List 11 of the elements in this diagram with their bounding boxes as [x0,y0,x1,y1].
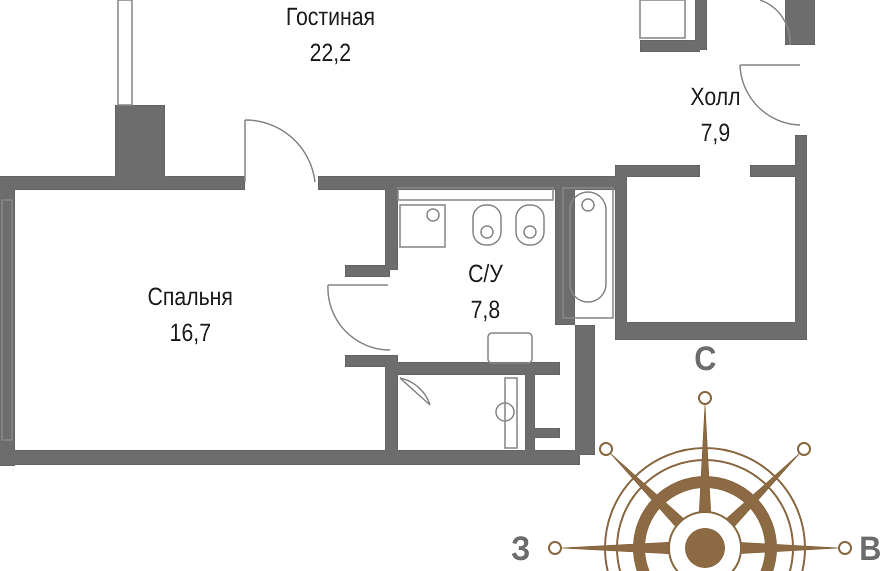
room-name: Спальня [147,282,233,313]
compass-direction-letter: С [694,340,716,379]
compass-direction-letter: В [859,530,882,569]
compass-direction-letter: З [511,530,530,569]
room-area: 7,8 [470,292,500,328]
room-area: 7,9 [700,115,730,151]
room-name: Холл [690,82,740,113]
room-area: 16,7 [169,315,211,351]
room-name: Гостиная [285,2,375,33]
room-name: С/У [468,259,502,290]
room-area: 22,2 [309,35,351,71]
